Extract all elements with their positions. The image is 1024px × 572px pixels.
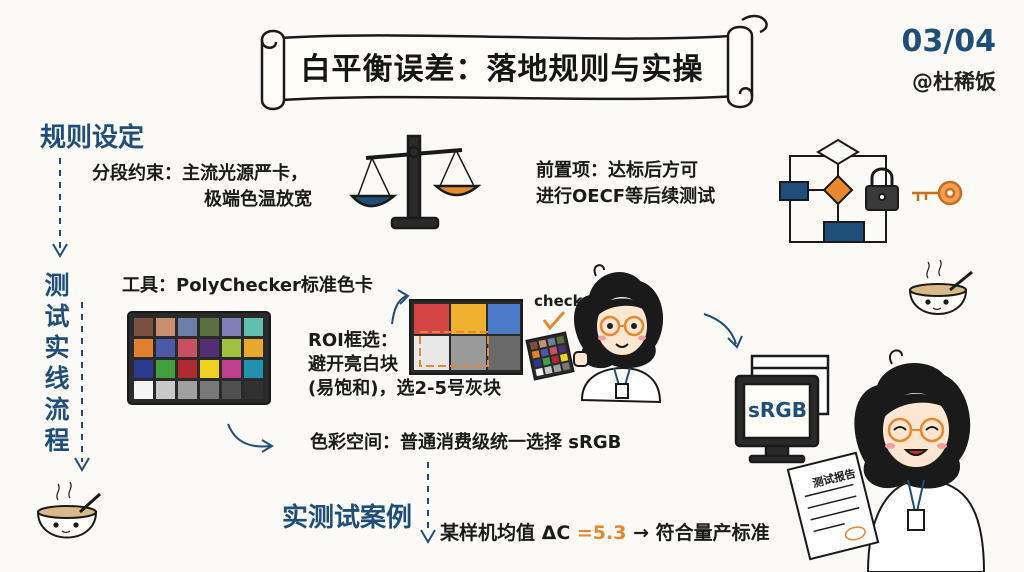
checker-patch <box>244 318 263 336</box>
balance-scale-icon <box>349 134 482 230</box>
segment-constraint-text: 分段约束：主流光源严卡， 极端色温放宽 <box>92 161 312 213</box>
pointer-arrow-up <box>391 289 410 325</box>
character-checker <box>573 264 664 404</box>
roi-display <box>409 299 523 375</box>
mini-checker-patch <box>559 353 569 362</box>
prerequisite-text: 前置项：达标后方可 进行OECF等后续测试 <box>536 158 715 210</box>
checker-patch <box>200 318 219 336</box>
mini-checker-patch <box>556 335 565 345</box>
page-title: 白平衡误差：落地规则与实操 <box>300 52 704 87</box>
checker-patch <box>244 360 263 378</box>
rules-flow-arrow <box>52 158 68 258</box>
test-report-paper <box>786 451 880 561</box>
checker-patch <box>156 381 175 399</box>
checker-patch <box>200 339 219 357</box>
segment-line-2: 极端色温放宽 <box>204 189 312 210</box>
case-result-value: =5.3 <box>576 522 627 544</box>
checker-patch <box>178 339 197 357</box>
case-down-arrow <box>420 462 436 544</box>
mini-checker-patch <box>544 365 553 375</box>
lock-icon <box>865 167 899 211</box>
checker-patch <box>222 360 241 378</box>
mini-checker-patch <box>558 344 567 353</box>
prerequisite-line-1: 前置项：达标后方可 <box>536 160 698 181</box>
checker-patch <box>222 381 241 399</box>
color-space-text: 色彩空间：普通消费级统一选择 sRGB <box>310 432 622 453</box>
author-handle: @杜稀饭 <box>912 70 996 94</box>
key-icon <box>912 180 963 206</box>
checker-patch <box>134 381 153 399</box>
mini-checker-patch <box>533 359 542 368</box>
mini-checker-patch <box>535 367 544 377</box>
mini-checker-patch <box>529 341 539 350</box>
checker-patch <box>134 339 153 357</box>
checker-patch <box>244 381 263 399</box>
roi-line-2: 避开亮白块 <box>308 354 398 375</box>
mini-checker-patch <box>538 339 547 348</box>
case-section-title: 实测试案例 <box>282 503 413 533</box>
bowl-icon-top <box>908 259 973 315</box>
mini-checker-patch <box>549 346 558 355</box>
mini-checker-patch <box>531 350 541 359</box>
rules-section-title: 规则设定 <box>40 123 145 153</box>
roi-text: ROI框选： 避开亮白块 (易饱和)，选2-5号灰块 <box>308 329 501 401</box>
character-reporter <box>854 349 986 572</box>
checker-patch <box>134 360 153 378</box>
mini-checker-patch <box>551 355 560 364</box>
mini-checker-patch <box>540 348 549 357</box>
checker-patch <box>178 381 197 399</box>
checker-patch <box>156 318 175 336</box>
page-number: 03/04 <box>901 24 996 59</box>
checker-patch <box>222 339 241 357</box>
pointer-arrow-right <box>703 313 743 349</box>
flow-down-arrow <box>74 302 90 472</box>
bowl-icon-bottom <box>36 481 102 539</box>
checker-patch <box>244 339 263 357</box>
roi-line-3: (易饱和)，选2-5号灰块 <box>308 378 501 399</box>
checker-patch <box>178 318 197 336</box>
monitor-icon <box>734 354 830 464</box>
checker-patch <box>200 381 219 399</box>
flow-section-title: 测试实线流程 <box>44 271 70 455</box>
checker-patch <box>200 360 219 378</box>
flowchart-icon <box>779 138 887 243</box>
roi-line-1: ROI框选： <box>308 330 398 351</box>
monitor-srgb-label: sRGB <box>748 398 807 422</box>
pointer-arrow-down <box>227 423 274 453</box>
mini-checker-patch <box>561 362 571 371</box>
tool-text: 工具：PolyChecker标准色卡 <box>122 275 373 296</box>
mini-checker-patch <box>553 364 562 373</box>
title-scroll <box>260 14 768 111</box>
checker-patch <box>222 318 241 336</box>
check-mark-icon <box>542 311 566 331</box>
checker-patch <box>156 360 175 378</box>
checker-patch <box>156 339 175 357</box>
mini-checker-patch <box>547 337 556 347</box>
checker-patch <box>134 318 153 336</box>
case-result-suffix: → 符合量产标准 <box>626 522 770 544</box>
case-result-text: 某样机均值 ΔC =5.3 → 符合量产标准 <box>440 520 770 546</box>
prerequisite-line-2: 进行OECF等后续测试 <box>536 186 716 207</box>
segment-line-1: 分段约束：主流光源严卡， <box>92 163 308 184</box>
color-chart-held <box>525 331 575 381</box>
case-result-prefix: 某样机均值 ΔC <box>440 522 577 544</box>
check-label: check <box>534 292 583 310</box>
mini-checker-patch <box>542 357 551 366</box>
checker-patch <box>178 360 197 378</box>
color-checker-card <box>127 311 271 405</box>
